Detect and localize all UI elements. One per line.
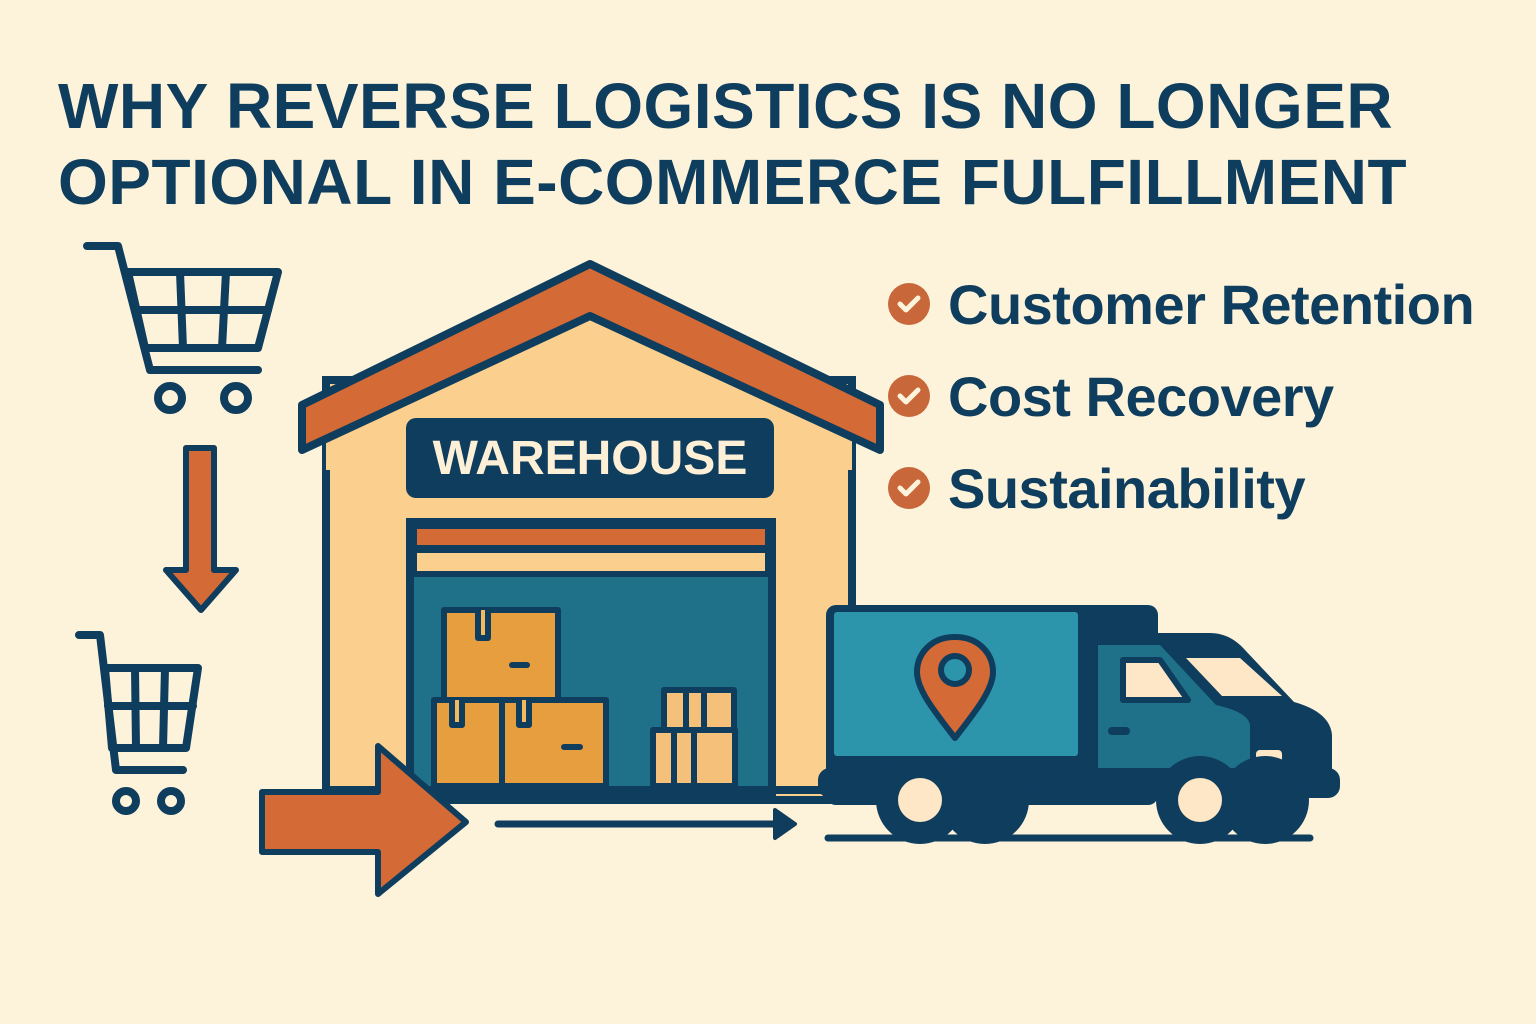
check-circle-icon [888, 283, 930, 325]
arrow-right-icon [494, 808, 797, 840]
title-line-2: OPTIONAL IN E-COMMERCE FULFILLMENT [58, 146, 1408, 218]
benefit-label: Customer Retention [948, 272, 1475, 336]
check-circle-icon [888, 467, 930, 509]
arrow-right-icon [259, 743, 469, 897]
delivery-truck-icon [818, 605, 1340, 844]
benefit-item: Sustainability [888, 442, 1474, 534]
box-stack [431, 607, 738, 789]
benefit-item: Cost Recovery [888, 350, 1474, 442]
location-pin-icon [914, 634, 996, 741]
shopping-cart-icon [83, 242, 282, 414]
shopping-cart-icon [75, 631, 202, 815]
page-title: WHY REVERSE LOGISTICS IS NO LONGER OPTIO… [58, 68, 1498, 220]
arrow-down-icon [163, 445, 239, 613]
warehouse-building [298, 260, 884, 804]
benefit-label: Sustainability [948, 456, 1306, 520]
title-line-1: WHY REVERSE LOGISTICS IS NO LONGER [58, 70, 1394, 142]
benefits-list: Customer Retention Cost Recovery Sustain… [888, 258, 1475, 534]
warehouse-sign: WAREHOUSE [406, 418, 774, 498]
check-circle-icon [888, 375, 930, 417]
benefit-label: Cost Recovery [948, 364, 1334, 428]
benefit-item: Customer Retention [888, 258, 1475, 350]
